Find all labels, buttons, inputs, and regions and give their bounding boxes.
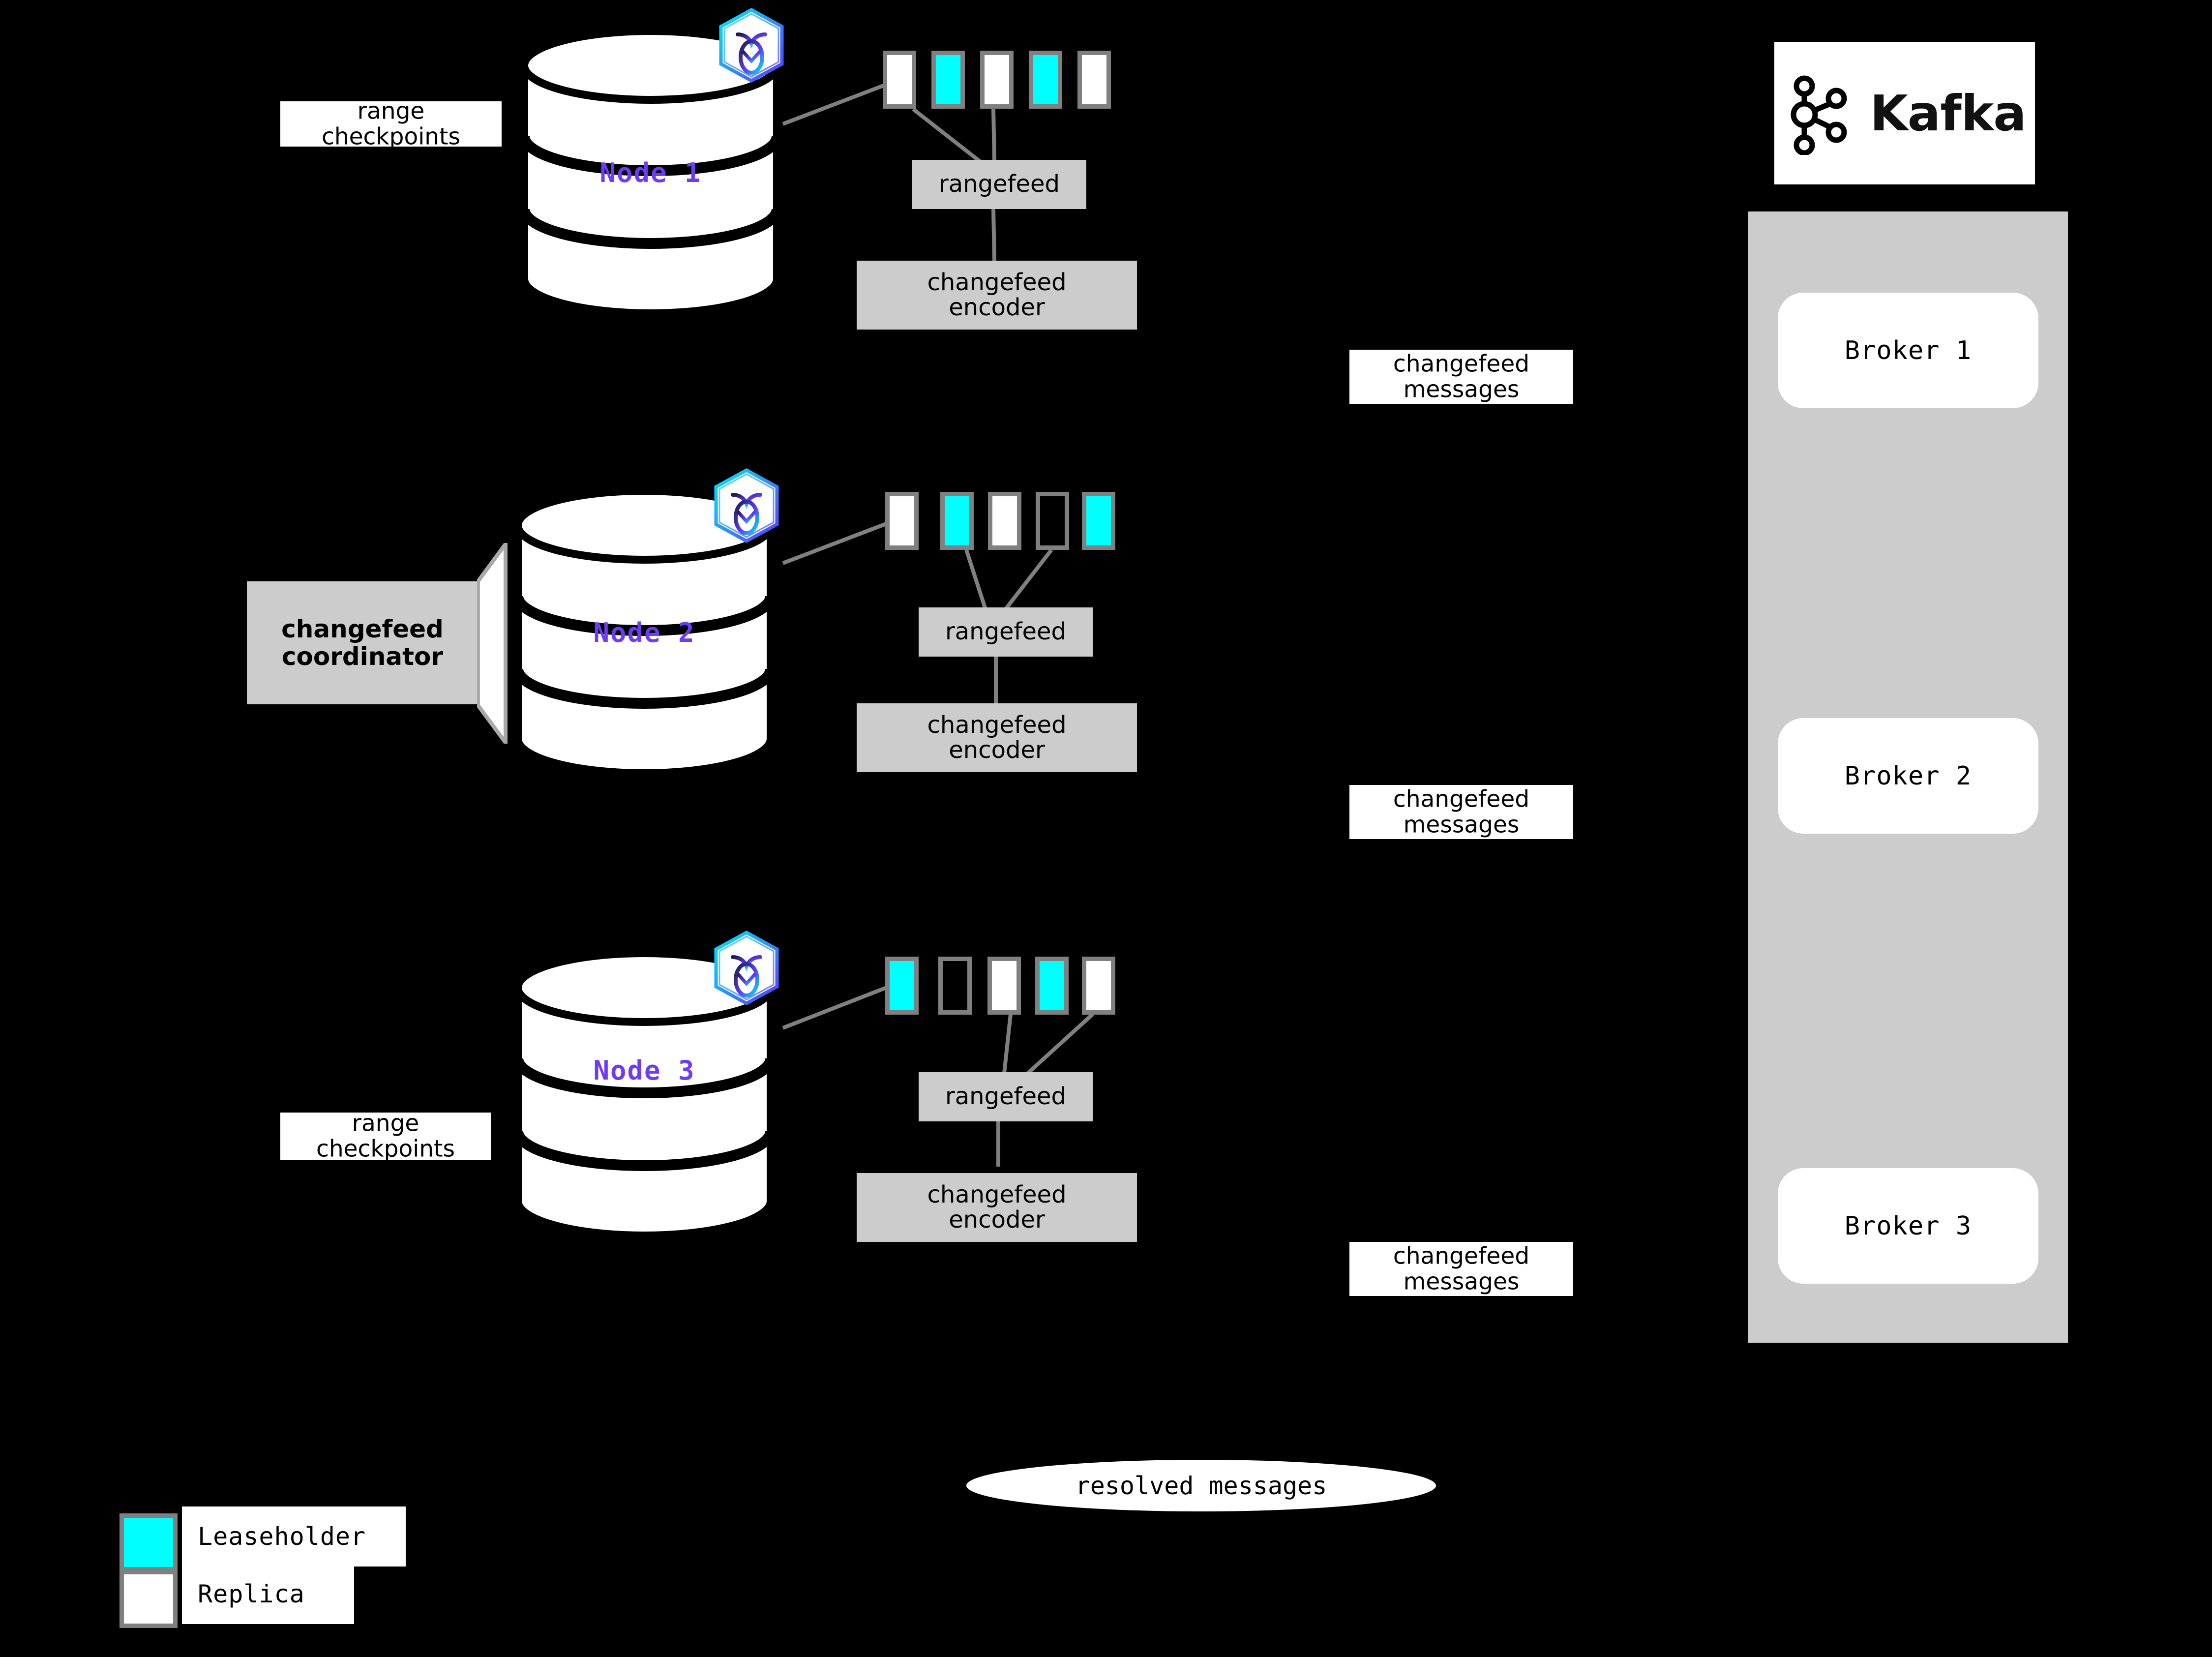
changefeed-messages-label-node-3: changefeed messages [1349, 1242, 1573, 1296]
range-checkpoints-text-node-3: range checkpoints [316, 1110, 455, 1162]
changefeed-encoder-box-node-3[interactable]: changefeed encoder [857, 1173, 1137, 1242]
range-box[interactable] [1082, 957, 1115, 1015]
range-box[interactable] [980, 51, 1014, 109]
range-box[interactable] [1035, 957, 1069, 1015]
changefeed-messages-text-node-3: changefeed messages [1393, 1242, 1530, 1295]
legend-swatch-replica [120, 1570, 178, 1628]
changefeed-encoder-box-node-2[interactable]: changefeed encoder [857, 703, 1137, 772]
changefeed-messages-text-node-1: changefeed messages [1393, 350, 1530, 403]
range-row-node-3 [885, 957, 1141, 1016]
broker-chip-3[interactable]: Broker 3 [1778, 1168, 2038, 1284]
kafka-wordmark: Kafka [1870, 84, 2026, 142]
rangefeed-box-node-3[interactable]: rangefeed [919, 1072, 1093, 1121]
broker-chip-2[interactable]: Broker 2 [1778, 718, 2038, 834]
range-box[interactable] [1082, 492, 1115, 550]
range-box[interactable] [885, 957, 919, 1015]
changefeed-messages-label-node-1: changefeed messages [1349, 350, 1573, 404]
legend-label-leaseholder: Leaseholder [182, 1506, 406, 1567]
range-checkpoints-label-node-3: range checkpoints [280, 1111, 491, 1161]
range-box[interactable] [885, 492, 919, 550]
changefeed-encoder-box-node-1[interactable]: changefeed encoder [857, 261, 1137, 330]
range-box[interactable] [931, 51, 965, 109]
kafka-logo: Kafka [1774, 42, 2035, 184]
range-box[interactable] [1029, 51, 1062, 109]
rangefeed-box-node-2[interactable]: rangefeed [919, 607, 1093, 657]
range-row-node-2 [885, 492, 1141, 551]
resolved-messages-pill[interactable]: resolved messages [966, 1460, 1436, 1511]
range-box[interactable] [940, 492, 974, 550]
cockroachdb-hexagon-icon [707, 466, 786, 545]
cockroachdb-hexagon-icon [707, 929, 786, 1007]
range-box[interactable] [938, 957, 972, 1015]
range-checkpoints-text-node-1: range checkpoints [322, 97, 460, 150]
cockroachdb-hexagon-icon [712, 6, 791, 85]
range-box[interactable] [1077, 51, 1111, 109]
rangefeed-box-node-1[interactable]: rangefeed [912, 160, 1086, 209]
changefeed-messages-text-node-2: changefeed messages [1393, 785, 1530, 838]
range-box[interactable] [987, 957, 1021, 1015]
changefeed-messages-label-node-2: changefeed messages [1349, 785, 1573, 839]
legend-swatch-leaseholder [120, 1513, 178, 1571]
coordinator-wedge-icon [477, 543, 508, 744]
range-box[interactable] [1036, 492, 1069, 550]
changefeed-coordinator-label: changefeed coordinator [247, 581, 478, 704]
kafka-nodes-icon [1783, 71, 1857, 155]
range-row-node-1 [883, 51, 1138, 110]
legend-label-replica: Replica [182, 1564, 354, 1624]
range-box[interactable] [883, 51, 916, 109]
range-box[interactable] [988, 492, 1021, 550]
broker-chip-1[interactable]: Broker 1 [1778, 293, 2038, 408]
range-checkpoints-label-node-1: range checkpoints [280, 97, 502, 150]
